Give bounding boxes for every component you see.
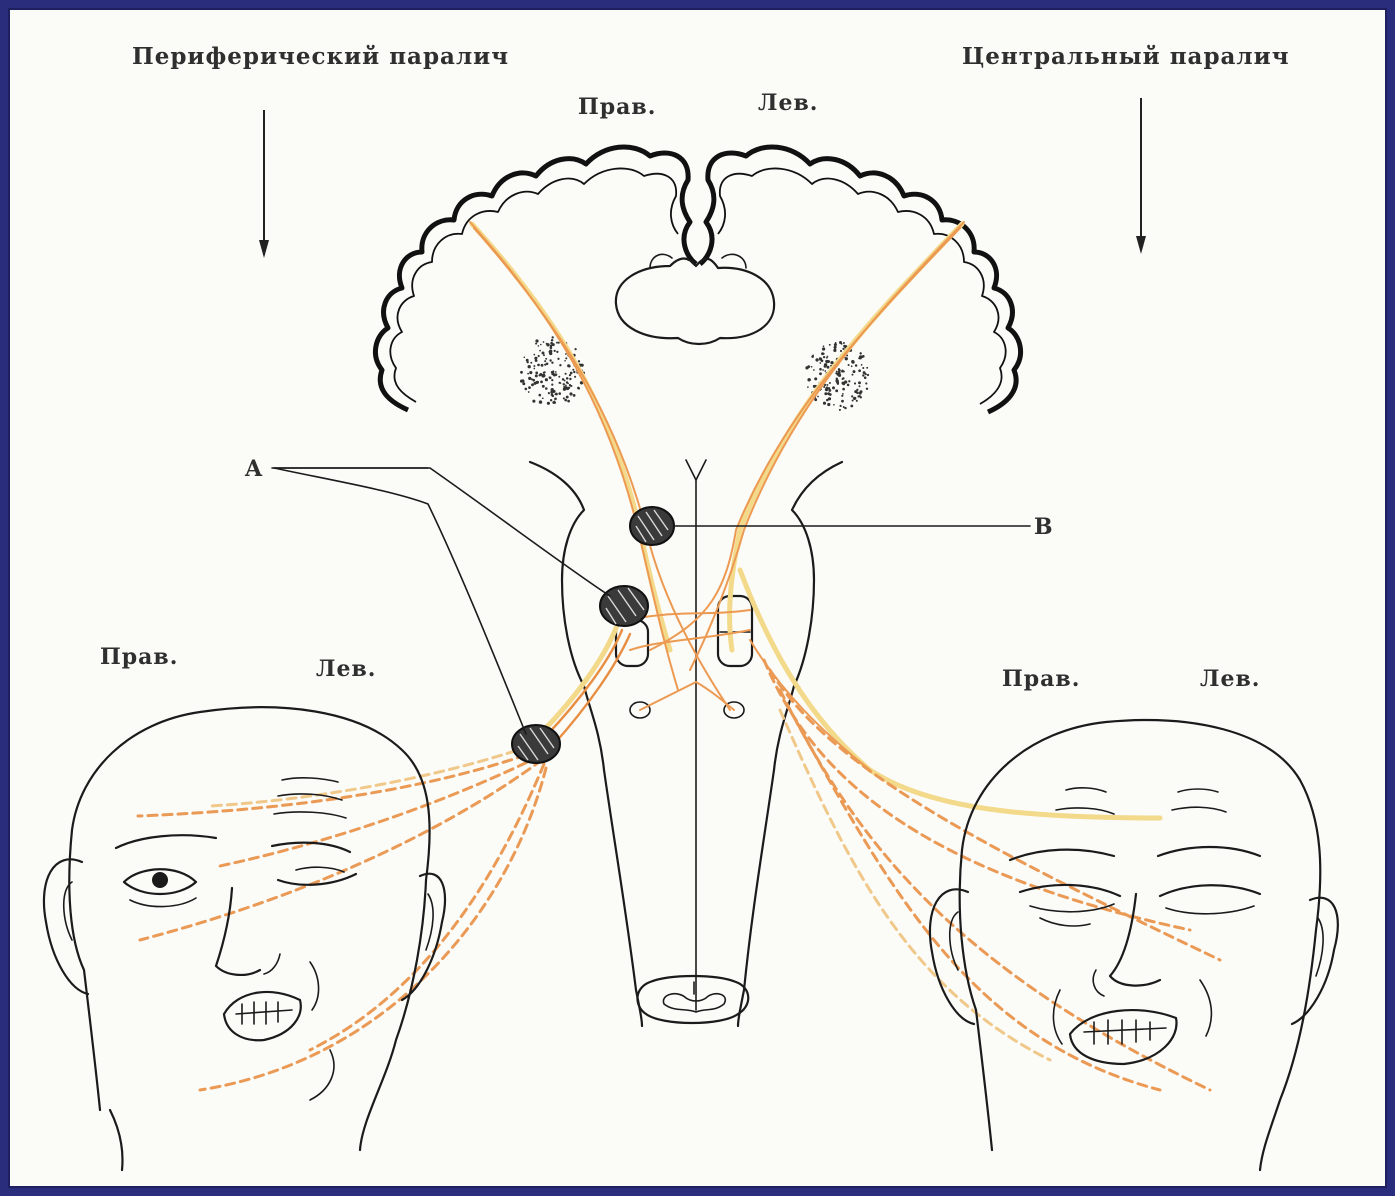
central-palsy-title: Центральный паралич — [962, 43, 1290, 70]
stippled-nucleus-left — [520, 336, 585, 405]
lesion-a-label: A — [244, 456, 263, 482]
face2-right-label: Прав. — [1002, 666, 1080, 692]
corticonuclear-tracts — [470, 222, 1160, 818]
lesion-a-upper-marker — [600, 586, 648, 626]
face2-left-label: Лев. — [1200, 666, 1260, 692]
face1-right-label: Прав. — [100, 644, 178, 670]
brain-left-label: Лев. — [758, 90, 818, 116]
face-central-palsy — [930, 720, 1338, 1170]
face1-left-label: Лев. — [316, 656, 376, 682]
spinal-cord-section — [637, 976, 748, 1023]
lesion-a-leader — [272, 468, 610, 734]
brain-cortex — [375, 147, 1020, 412]
diagram-frame: Периферический паралич Центральный парал… — [8, 8, 1387, 1188]
down-arrow-left — [259, 110, 269, 258]
lesion-a-lower-marker — [512, 725, 560, 763]
stippled-nucleus-right — [805, 341, 869, 411]
brain-right-label: Прав. — [578, 94, 656, 120]
lesion-b-marker — [630, 507, 674, 545]
lesion-b-label: B — [1034, 514, 1054, 540]
peripheral-palsy-title: Периферический паралич — [132, 43, 509, 70]
facial-nerve-branches — [138, 660, 1220, 1090]
face-peripheral-palsy — [44, 707, 445, 1170]
facial-palsy-diagram: Периферический паралич Центральный парал… — [10, 10, 1385, 1186]
down-arrow-right — [1136, 98, 1146, 254]
